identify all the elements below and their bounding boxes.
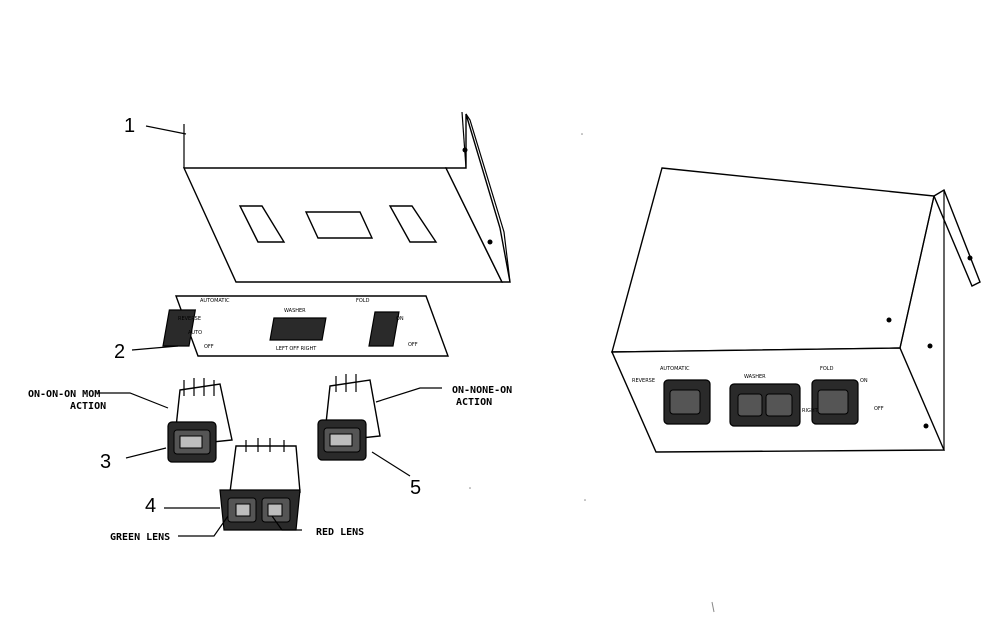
caption-switch3-line1: ON-ON-ON MOM [28, 389, 100, 400]
decal-plate-part-2: AUTOMATIC REVERSE AUTO OFF WASHER LEFT O… [162, 295, 450, 357]
svg-text:RIGHT: RIGHT [802, 408, 819, 414]
svg-text:REVERSE: REVERSE [632, 378, 655, 384]
callout-1: 1 [124, 115, 135, 137]
svg-text:LEFT OFF RIGHT: LEFT OFF RIGHT [276, 346, 317, 352]
caption-red-lens: RED LENS [316, 527, 364, 538]
caption-switch5-line2: ACTION [456, 397, 492, 408]
callout-2: 2 [114, 341, 125, 363]
rocker-switch-part-3 [167, 378, 233, 463]
rocker-switch-part-5 [317, 374, 381, 461]
rocker-switch-part-4 [219, 438, 301, 531]
caption-green-lens: GREEN LENS [110, 532, 170, 543]
callout-5: 5 [410, 477, 421, 499]
svg-text:AUTO: AUTO [188, 330, 202, 336]
svg-text:AUTOMATIC: AUTOMATIC [200, 298, 230, 304]
svg-text:ON: ON [860, 378, 868, 384]
svg-text:WASHER: WASHER [744, 374, 766, 380]
assembled-view: AUTOMATIC REVERSE WASHER FOLD ON OFF RIG… [610, 167, 981, 453]
caption-switch3-line2: ACTION [70, 401, 106, 412]
svg-text:ON: ON [396, 316, 404, 322]
callout-3: 3 [100, 451, 111, 473]
svg-text:OFF: OFF [204, 344, 214, 350]
caption-switch5-line1: ON-NONE-ON [452, 385, 512, 396]
svg-text:OFF: OFF [408, 342, 418, 348]
svg-text:AUTOMATIC: AUTOMATIC [660, 366, 690, 372]
leader-lines [98, 125, 442, 537]
callout-4: 4 [145, 495, 156, 517]
bracket-part-1 [182, 111, 511, 283]
svg-text:FOLD: FOLD [820, 366, 834, 372]
svg-text:OFF: OFF [874, 406, 884, 412]
svg-text:FOLD: FOLD [356, 298, 370, 304]
svg-text:REVERSE: REVERSE [178, 316, 201, 322]
svg-text:WASHER: WASHER [284, 308, 306, 314]
